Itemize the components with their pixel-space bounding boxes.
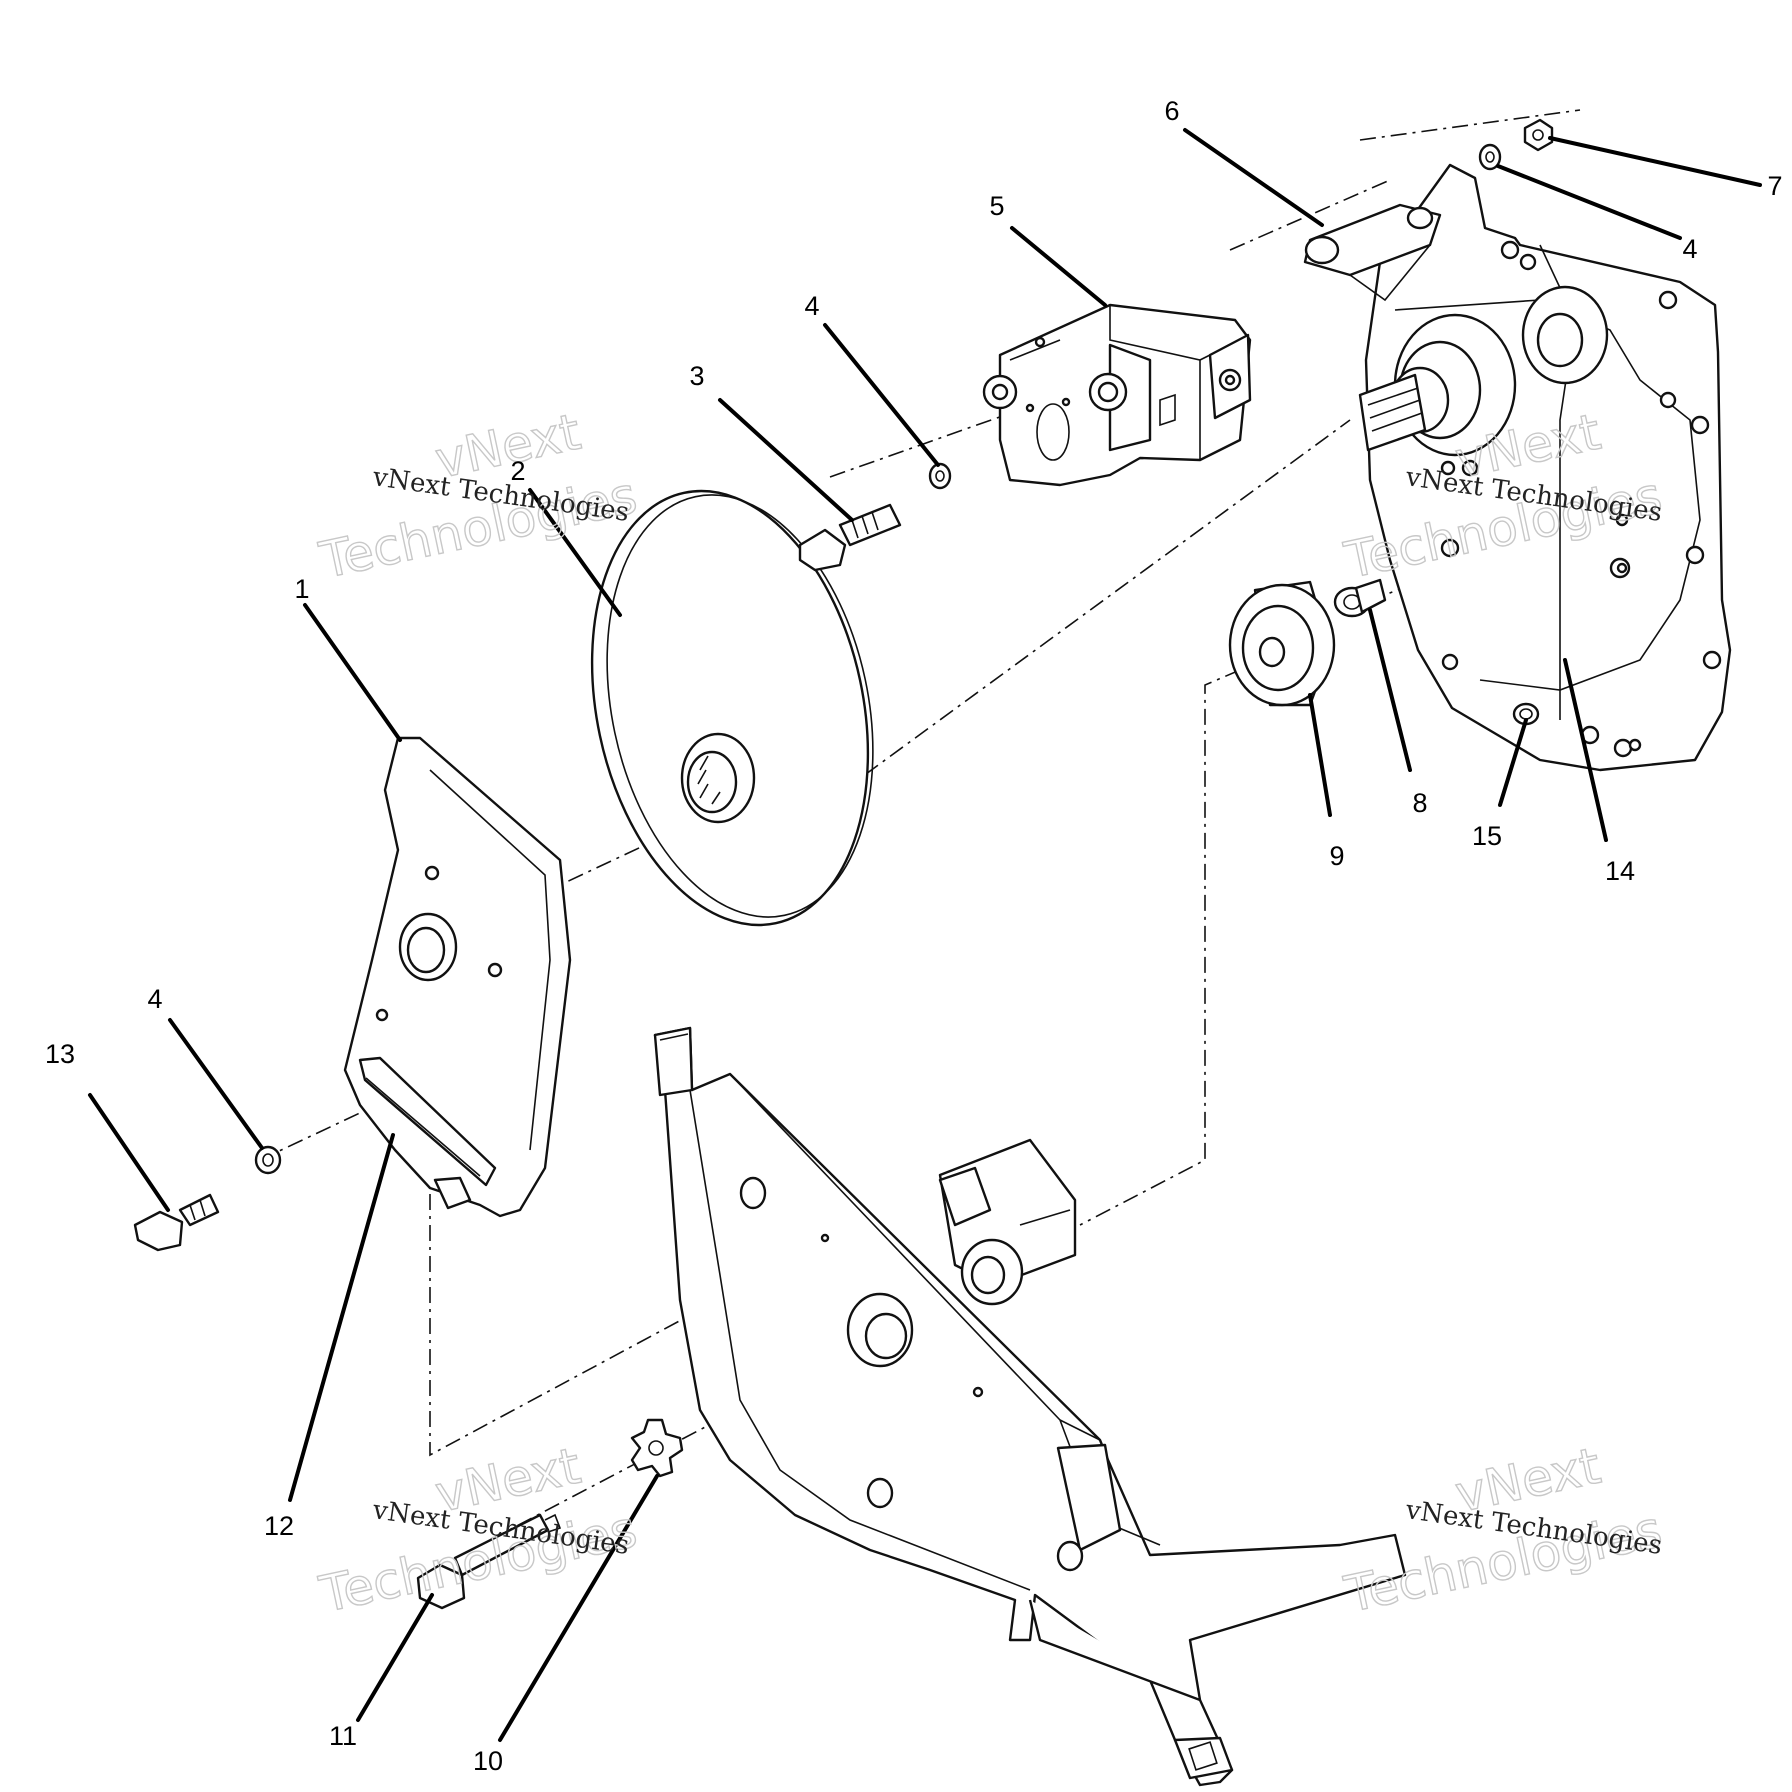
mounting-bracket: [343, 736, 572, 1218]
callout-13: 13: [45, 1039, 75, 1069]
callout-7: 7: [1767, 171, 1782, 201]
callout-14: 14: [1605, 856, 1635, 886]
callout-4-bracket-washer: 4: [147, 984, 162, 1014]
callout-8: 8: [1412, 788, 1427, 818]
flat-washer-top: [1478, 143, 1502, 171]
star-washer: [630, 1418, 684, 1478]
pump-mounting-bolt: [798, 462, 952, 572]
callout-4-pump-washer: 4: [804, 291, 819, 321]
callout-1: 1: [294, 574, 309, 604]
callout-3: 3: [689, 361, 704, 391]
shoulder-bolt: [1333, 578, 1387, 618]
idler-pulley: [1228, 580, 1336, 707]
hydrostatic-pump: [982, 303, 1252, 487]
callout-2: 2: [510, 456, 525, 486]
callout-6: 6: [1164, 96, 1179, 126]
callout-4-top-washer: 4: [1682, 234, 1697, 264]
gearbox-housing: [1303, 163, 1732, 772]
callout-10: 10: [473, 1746, 503, 1776]
callout-numbers: 1 2 3 4 4 4 5 6 7 8 9 10 11 12 13 14 15: [45, 96, 1783, 1776]
drive-disc: [590, 489, 874, 927]
callout-5: 5: [989, 191, 1004, 221]
leader-lines: [88, 128, 1762, 1742]
callout-9: 9: [1329, 841, 1344, 871]
chassis-frame: [653, 1026, 1407, 1787]
callout-15: 15: [1472, 821, 1502, 851]
callout-12: 12: [264, 1511, 294, 1541]
callout-11: 11: [329, 1721, 357, 1751]
bracket-bolt: [133, 1145, 282, 1252]
lock-nut: [1523, 118, 1554, 152]
